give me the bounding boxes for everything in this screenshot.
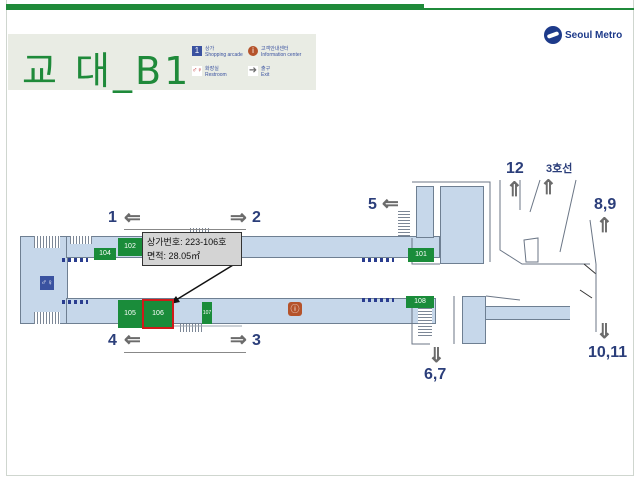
seoul-metro-logo: Seoul Metro: [544, 26, 622, 44]
restroom-icon: ♂♀: [192, 66, 203, 76]
station-title: 교 대_B1: [22, 49, 192, 93]
east-upper-block: [440, 186, 484, 264]
info-center-icon: ⓘ: [288, 302, 302, 316]
gate-row-se: [362, 298, 394, 302]
exit-5-tunnel: [416, 186, 434, 238]
stairs-exit-3-4: [180, 324, 204, 332]
exit-3-arrow-icon: ⇒: [230, 329, 247, 351]
legend-shopping-label: 상가 Shopping arcade: [205, 46, 243, 58]
exit-6-7-arrow-icon: ⇓: [428, 345, 445, 367]
east-passage: [486, 306, 570, 320]
exit-10-11-label: 10,11: [588, 344, 628, 361]
legend-info-label: 고객안내센터 Information center: [261, 46, 302, 58]
gate-row-sw: [62, 300, 88, 304]
wall-lower: [453, 295, 521, 344]
legend-exit: ➜ 출구 Exit: [248, 66, 270, 78]
title-panel: [8, 34, 316, 90]
shop-108: 108: [406, 296, 434, 308]
callout-leader: [175, 261, 239, 301]
restroom-icon: ♂♀: [40, 276, 54, 290]
shop-105: 105: [118, 300, 142, 328]
stairs-sw: [34, 312, 60, 324]
exit-3-4-line: [124, 352, 246, 353]
wall-line-3: [559, 179, 597, 265]
shop-101: 101: [408, 248, 434, 262]
exit-10-11-arrow-icon: ⇓: [596, 321, 613, 343]
shop-info-callout: 상가번호: 223-106호 면적: 28.05㎡: [142, 232, 242, 266]
exit-2-arrow-icon: ⇒: [230, 207, 247, 229]
line-3-label: 3호선: [546, 163, 573, 175]
callout-shop-number: 상가번호: 223-106호: [147, 237, 227, 247]
info-icon: i: [248, 46, 258, 56]
exit-5-label: 5: [368, 196, 377, 213]
legend-restroom: ♂♀ 화장실 Restroom: [192, 66, 227, 78]
exit-6-7-label: 6,7: [424, 366, 447, 383]
legend-shopping: 1 상가 Shopping arcade: [192, 46, 243, 58]
logo-text: Seoul Metro: [565, 29, 623, 41]
break-mark: [579, 263, 597, 299]
wall-exit-12: [519, 179, 541, 213]
legend-info: i 고객안내센터 Information center: [248, 46, 301, 58]
header-bar: [6, 4, 424, 10]
exit-arrow-icon: ➜: [248, 65, 258, 76]
exit-12-arrow-icon: ⇑: [506, 179, 523, 201]
exit-3-label: 3: [252, 332, 261, 349]
exit-1-2-line: [124, 229, 246, 230]
exit-1-arrow-icon: ⇐: [124, 207, 141, 229]
wall-exit-6-7: [411, 296, 430, 345]
exit-12-label: 12: [506, 160, 524, 177]
selected-shop-highlight[interactable]: [142, 299, 174, 329]
legend-restroom-label: 화장실 Restroom: [205, 66, 227, 78]
exit-4-arrow-icon: ⇐: [124, 329, 141, 351]
exit-8-9-arrow-icon: ⇑: [596, 215, 613, 237]
stairs-exit-5: [398, 210, 410, 236]
header-rule: [424, 8, 634, 10]
exit-1-label: 1: [108, 209, 117, 226]
shop-106: 106: [144, 300, 172, 328]
shop-104: 104: [94, 248, 116, 260]
east-lower-block: [462, 296, 486, 344]
wall-exit-5: [412, 181, 491, 262]
exit-8-9-label: 8,9: [594, 196, 617, 213]
shopping-icon: 1: [192, 46, 202, 56]
exit-5-arrow-icon: ⇐: [382, 193, 399, 215]
stairs-nw: [34, 236, 60, 248]
exit-4-label: 4: [108, 332, 117, 349]
legend-exit-label: 출구 Exit: [261, 66, 271, 78]
line-3-arrow-icon: ⇑: [540, 177, 557, 199]
callout-area: 면적: 28.05㎡: [147, 251, 201, 261]
wall-north-east: [499, 180, 590, 265]
exit-2-label: 2: [252, 209, 261, 226]
gate-row-nw: [62, 258, 88, 262]
map-frame: [6, 0, 634, 476]
stairs-exit-1a: [70, 236, 92, 244]
gate-row-ne: [362, 258, 394, 262]
wall-mid: [411, 238, 440, 265]
pillar: [523, 237, 539, 263]
seoul-metro-logo-icon: [544, 26, 562, 44]
shop-102: 102: [118, 238, 142, 256]
shop-107: 107: [202, 302, 212, 324]
